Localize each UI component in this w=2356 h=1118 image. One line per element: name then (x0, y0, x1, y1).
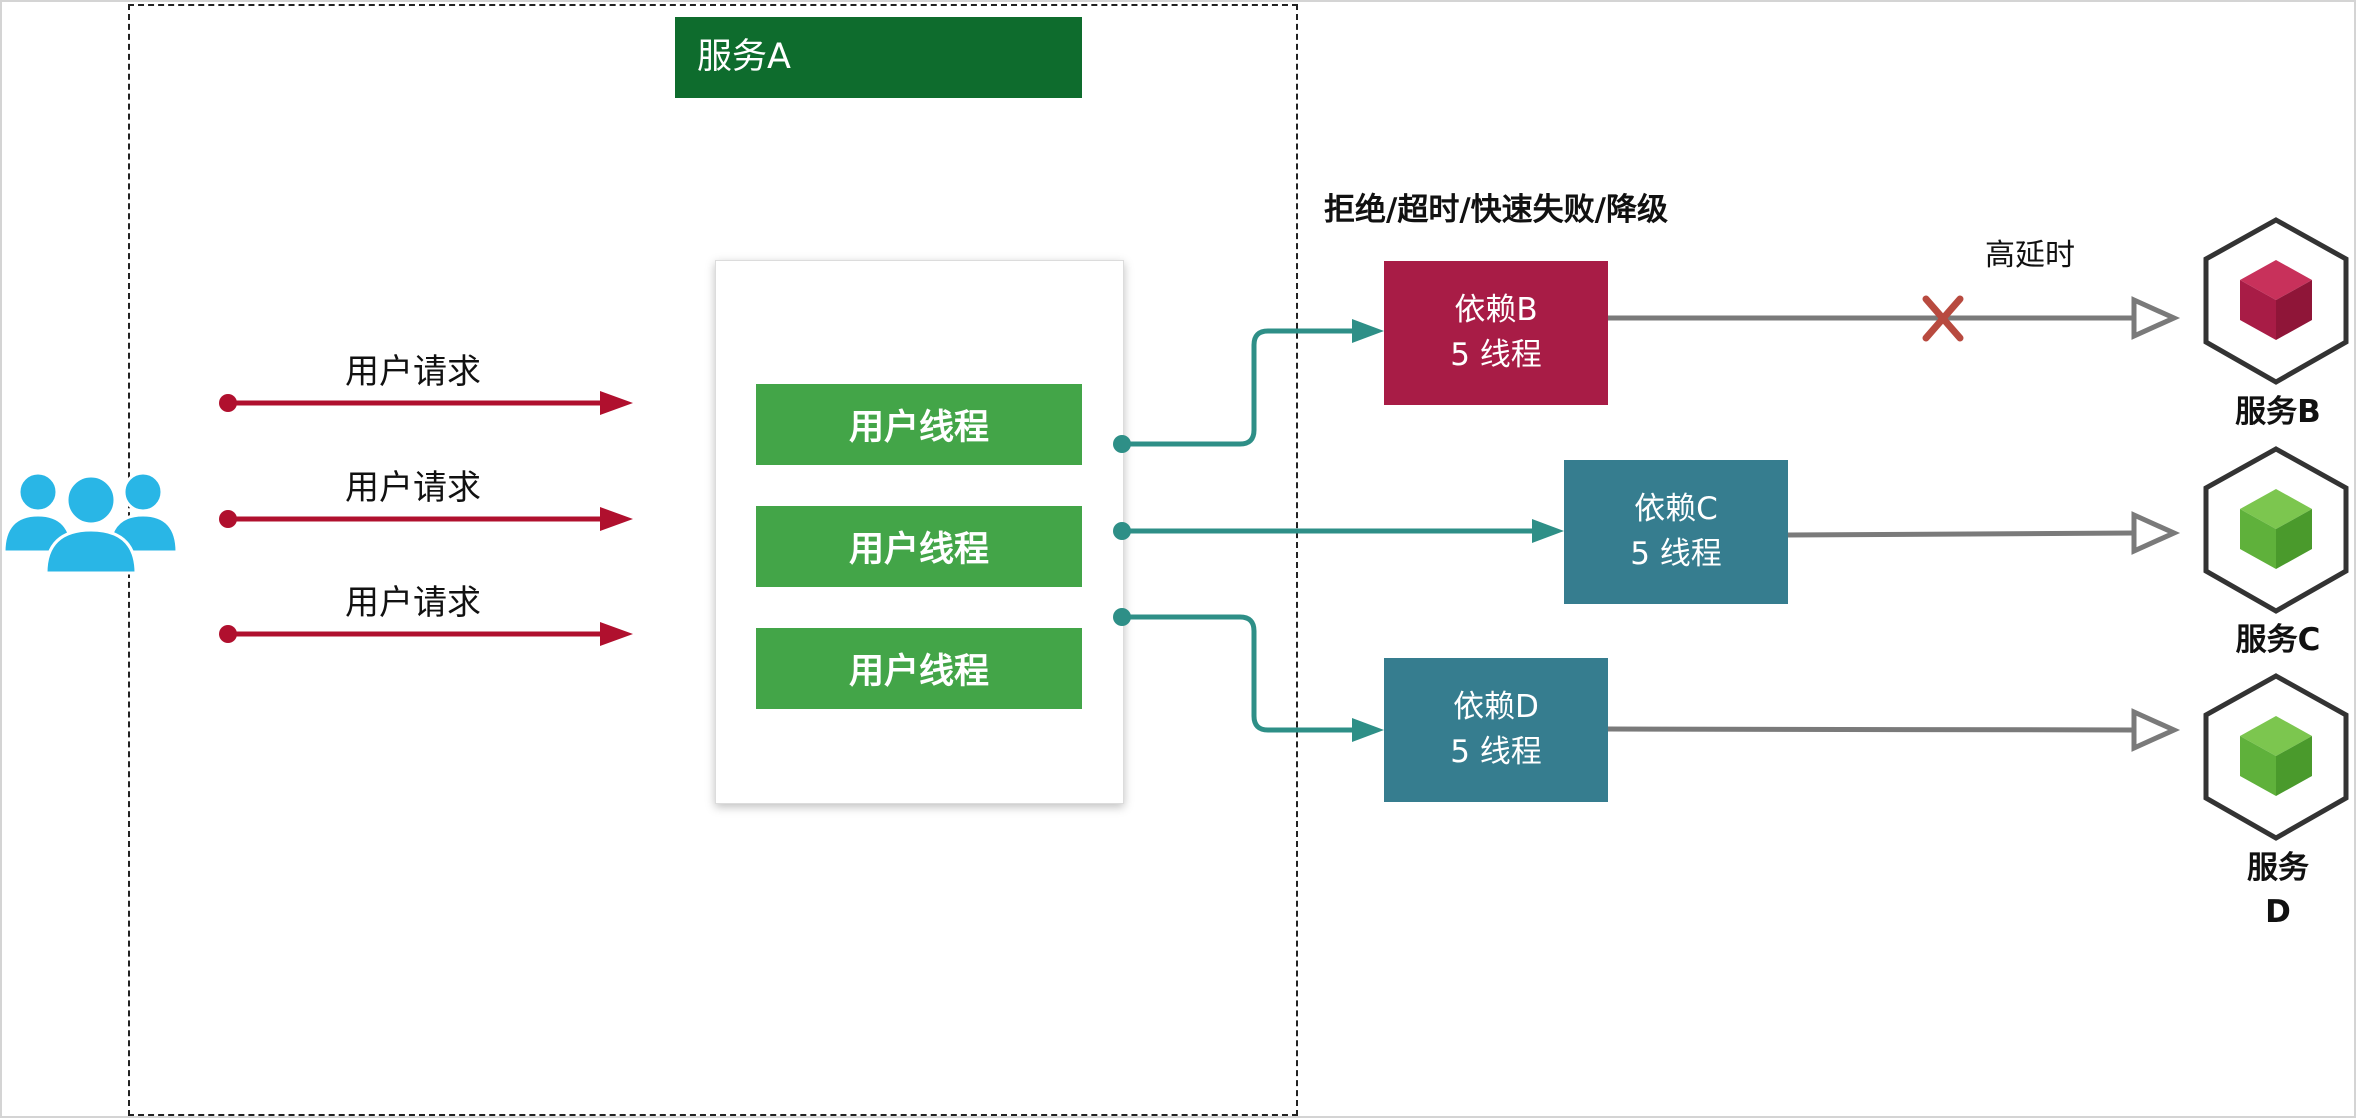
service-c-package-cube-icon (2203, 446, 2349, 614)
thread-to-dependency-b-connector (1113, 319, 1384, 453)
request-label-3: 用户请求 (345, 583, 481, 623)
dependency-c-threads: 5 线程 (1630, 536, 1722, 572)
service-a-title: 服务A (675, 17, 1082, 98)
dependency-b-name: 依赖B (1454, 292, 1538, 328)
dependency-d-name: 依赖D (1453, 689, 1539, 725)
dependency-b-to-service-b-connector (1608, 296, 2181, 340)
dependency-c-name: 依赖C (1634, 491, 1718, 527)
request-arrow-3 (219, 622, 633, 646)
dependency-b-threads: 5 线程 (1450, 337, 1542, 373)
user-thread-2: 用户线程 (756, 506, 1082, 587)
users-group-icon (2, 471, 179, 575)
request-arrow-1 (219, 391, 633, 415)
dependency-b-box: 依赖B 5 线程 (1384, 261, 1608, 405)
dependency-c-to-service-c-connector (1787, 511, 2181, 555)
service-d-label: 服务 D (2247, 850, 2309, 930)
thread-to-dependency-c-connector (1113, 519, 1564, 543)
dependency-d-threads: 5 线程 (1450, 734, 1542, 770)
strategy-caption: 拒绝/超时/快速失败/降级 (1324, 192, 1668, 228)
close-x-icon (1922, 295, 1964, 342)
dependency-d-to-service-d-connector (1607, 708, 2181, 752)
user-thread-3: 用户线程 (756, 628, 1082, 709)
service-c-label: 服务C (2235, 622, 2321, 658)
service-d-package-cube-icon (2203, 673, 2349, 841)
request-label-1: 用户请求 (345, 352, 481, 392)
service-b-package-cube-icon (2203, 217, 2349, 385)
service-b-label: 服务B (2235, 394, 2321, 430)
latency-label: 高延时 (1985, 238, 2075, 273)
request-arrow-2 (219, 507, 633, 531)
dependency-d-box: 依赖D 5 线程 (1384, 658, 1608, 802)
user-thread-1: 用户线程 (756, 384, 1082, 465)
dependency-c-box: 依赖C 5 线程 (1564, 460, 1788, 604)
request-label-2: 用户请求 (345, 468, 481, 508)
thread-to-dependency-d-connector (1113, 608, 1384, 742)
